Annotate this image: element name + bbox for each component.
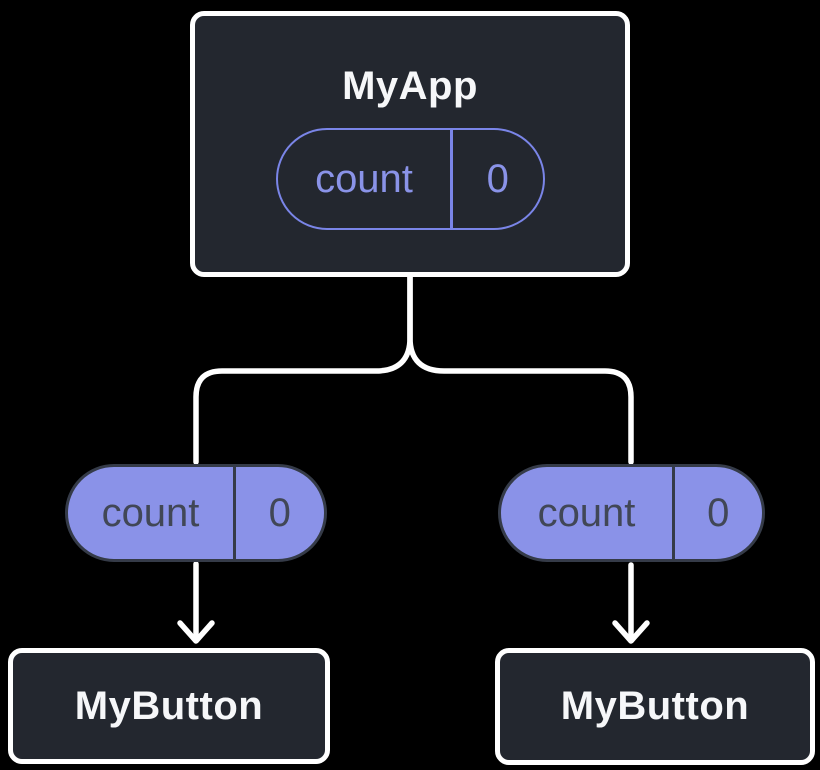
arrow-left-head-icon [177, 620, 215, 644]
pill-divider [672, 467, 675, 559]
component-title-mybutton-left: MyButton [74, 683, 264, 728]
prop-pill-value: 0 [707, 490, 730, 535]
connector-right-branch [407, 274, 634, 465]
prop-pill-name: count [101, 490, 200, 535]
connector-left-branch [193, 274, 413, 465]
prop-pill-right: count 0 [498, 464, 765, 562]
prop-pill-left: count 0 [65, 464, 327, 562]
pill-divider [450, 130, 453, 228]
component-node-myapp: MyApp count 0 [190, 11, 630, 277]
component-title-myapp: MyApp [342, 64, 478, 108]
state-pill-count: count 0 [276, 128, 545, 230]
prop-pill-name: count [537, 490, 636, 535]
state-pill-value: 0 [486, 156, 509, 201]
pill-divider [233, 467, 236, 559]
component-title-mybutton-right: MyButton [560, 684, 750, 728]
state-pill-name: count [315, 156, 413, 201]
prop-pill-value: 0 [268, 490, 291, 535]
component-node-mybutton-left: MyButton [8, 648, 330, 764]
component-node-mybutton-right: MyButton [495, 648, 815, 765]
arrow-right-head-icon [612, 620, 650, 644]
